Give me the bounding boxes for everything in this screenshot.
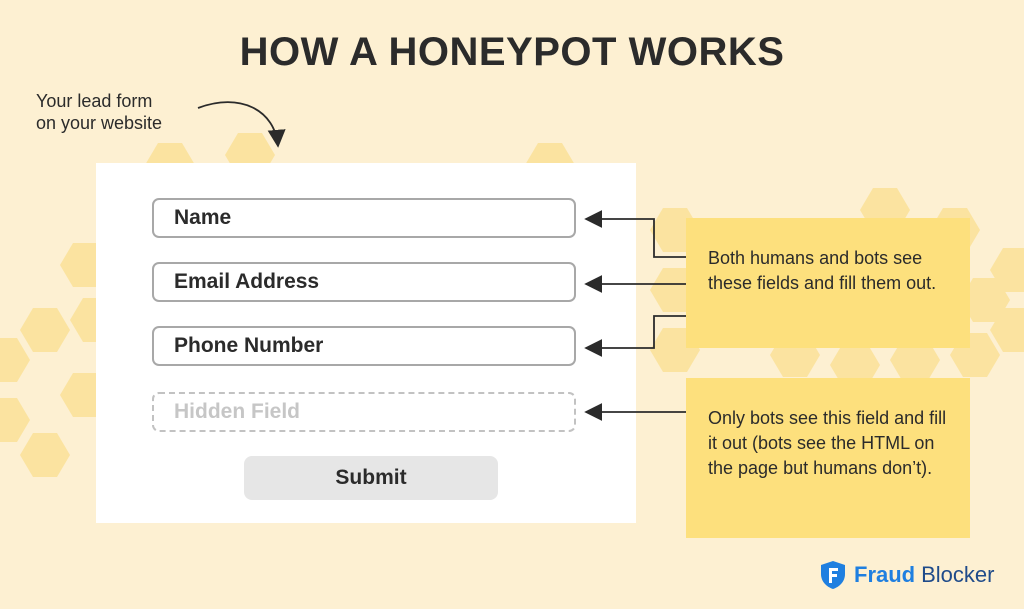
name-field[interactable]: Name (152, 198, 576, 238)
page-title: HOW A HONEYPOT WORKS (239, 30, 785, 74)
lead-form-card: Name Email Address Phone Number Hidden F… (96, 163, 636, 523)
note-visible-fields: Both humans and bots see these fields an… (686, 218, 970, 348)
intro-caption: Your lead form on your website (36, 91, 163, 133)
arrow-phone (584, 315, 686, 357)
arrow-name (584, 210, 686, 258)
note-hidden-field: Only bots see this field and fill it out… (686, 378, 970, 538)
phone-field[interactable]: Phone Number (152, 326, 576, 366)
shield-f-icon (821, 561, 845, 589)
fraud-blocker-logo: Fraud Blocker (820, 560, 994, 590)
email-field[interactable]: Email Address (152, 262, 576, 302)
submit-button[interactable]: Submit (244, 456, 498, 500)
name-field-label: Name (174, 206, 232, 229)
hidden-honeypot-field[interactable]: Hidden Field (152, 392, 576, 432)
caption-arrow (197, 101, 286, 148)
phone-field-label: Phone Number (174, 334, 324, 357)
brand-name-blocker: Blocker (921, 562, 995, 587)
brand-name-fraud: Fraud (854, 562, 916, 587)
email-field-label: Email Address (174, 270, 320, 293)
hidden-field-label: Hidden Field (174, 400, 300, 423)
